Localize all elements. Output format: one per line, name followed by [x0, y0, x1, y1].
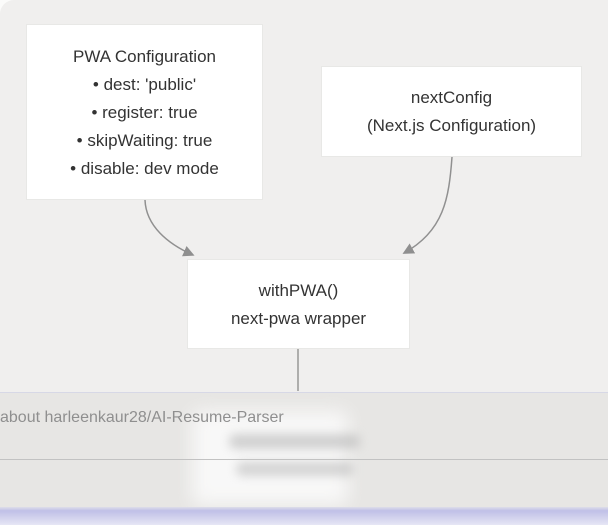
node-title: PWA Configuration — [73, 47, 216, 66]
node-text-line: • dest: 'public' — [92, 75, 197, 94]
edge-next-config-to-withpwa — [402, 156, 453, 254]
node-text-line: • disable: dev mode — [70, 159, 219, 178]
blurred-content — [229, 434, 360, 449]
node-text-line: next-pwa wrapper — [230, 309, 367, 328]
blurred-content — [236, 462, 354, 476]
ask-bar-divider — [0, 459, 608, 460]
blurred-content — [192, 411, 348, 505]
accent-gradient-bar — [0, 507, 608, 525]
ask-bar[interactable]: about harleenkaur28/AI-Resume-Parser — [0, 392, 608, 525]
node-text-line: • skipWaiting: true — [76, 131, 213, 150]
ask-input[interactable]: about harleenkaur28/AI-Resume-Parser — [0, 409, 284, 426]
node-title: nextConfig — [410, 88, 493, 107]
edge-pwa-config-to-withpwa — [144, 199, 195, 257]
node-with-pwa: withPWA() next-pwa wrapper — [187, 259, 410, 349]
node-next-config: nextConfig (Next.js Configuration) — [321, 66, 582, 157]
node-title: withPWA() — [258, 281, 339, 300]
node-pwa-configuration: PWA Configuration • dest: 'public' • reg… — [26, 24, 263, 200]
node-text-line: • register: true — [91, 103, 198, 122]
node-text-line: (Next.js Configuration) — [366, 116, 537, 135]
